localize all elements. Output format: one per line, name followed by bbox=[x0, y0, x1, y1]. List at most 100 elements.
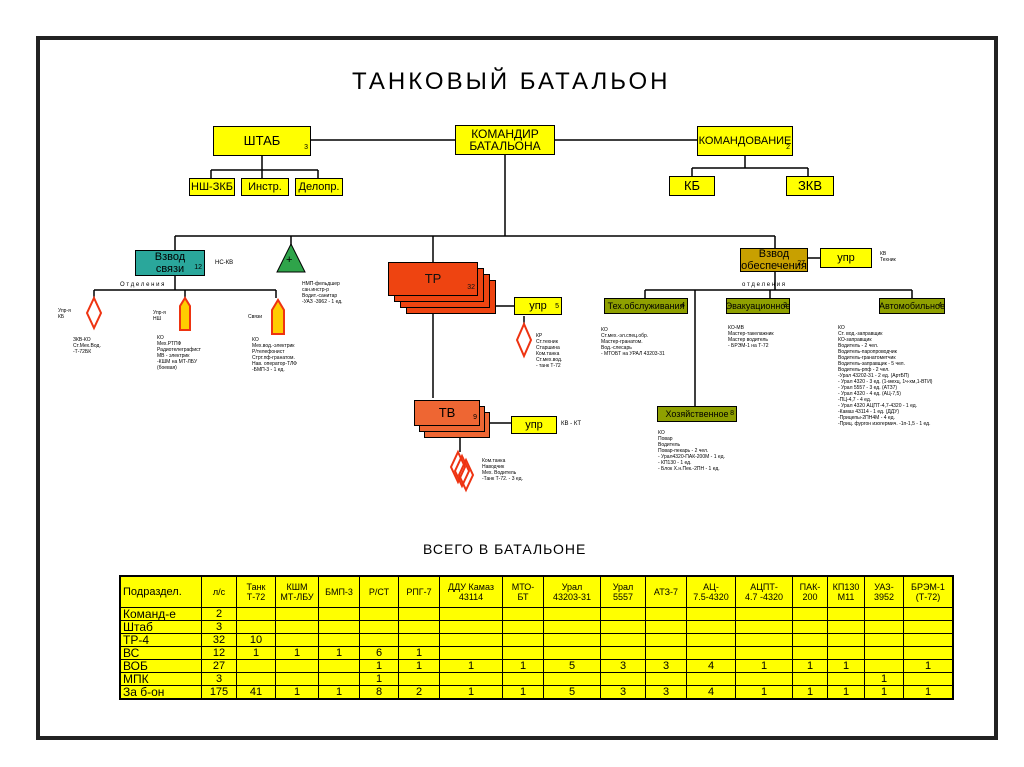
table-header-cell: АЦПТ- 4.7 -4320 bbox=[735, 575, 793, 608]
table-cell bbox=[275, 620, 319, 634]
table-cell bbox=[318, 620, 360, 634]
supply-num: 27 bbox=[797, 260, 805, 267]
table-cell bbox=[827, 620, 865, 634]
table-header-cell: Р/СТ bbox=[359, 575, 399, 608]
comms-mid-text: КО Мех.РТПФ Радиотелеграфист МВ - электр… bbox=[157, 335, 201, 371]
table-cell bbox=[236, 672, 276, 686]
table-cell bbox=[792, 620, 828, 634]
table-cell bbox=[864, 607, 904, 621]
table-header-cell: КШМ МТ-ЛБУ bbox=[275, 575, 319, 608]
table-cell bbox=[502, 633, 544, 647]
comms-side: НС-КВ bbox=[215, 260, 234, 266]
table-cell: 1 bbox=[359, 659, 399, 673]
table-cell: 1 bbox=[318, 685, 360, 700]
table-cell: 1 bbox=[864, 685, 904, 700]
table-cell bbox=[792, 672, 828, 686]
table-cell bbox=[864, 633, 904, 647]
table-cell: 1 bbox=[359, 672, 399, 686]
table-header-cell: ДДУ Камаз 43114 bbox=[439, 575, 503, 608]
house-label: Хозяйственное bbox=[665, 409, 729, 419]
table-cell bbox=[827, 633, 865, 647]
table-cell bbox=[275, 633, 319, 647]
table-cell bbox=[903, 672, 954, 686]
table-cell bbox=[236, 659, 276, 673]
staff-sub-0: НШ-ЗКБ bbox=[189, 178, 235, 196]
table-cell: Штаб bbox=[119, 620, 202, 634]
comms-platoon-box: Взвод связи 12 bbox=[135, 250, 205, 276]
table-cell bbox=[359, 620, 399, 634]
table-header-cell: Урал 43203-31 bbox=[543, 575, 601, 608]
table-cell bbox=[735, 646, 793, 660]
commander-box: КОМАНДИР БАТАЛЬОНА bbox=[455, 125, 555, 155]
table-cell: 3 bbox=[201, 672, 237, 686]
table-cell: 5 bbox=[543, 659, 601, 673]
table-cell: 12 bbox=[201, 646, 237, 660]
table-cell bbox=[236, 607, 276, 621]
tech-label: Тех.обслуживания bbox=[607, 301, 685, 311]
table-header-cell: Урал 5557 bbox=[600, 575, 646, 608]
table-header-cell: РПГ-7 bbox=[398, 575, 440, 608]
tr-upr-num: 5 bbox=[555, 303, 559, 310]
table-cell: 4 bbox=[686, 685, 736, 700]
auto-num: 4 bbox=[938, 302, 942, 309]
command-box: КОМАНДОВАНИЕ 2 bbox=[697, 126, 793, 156]
table-cell bbox=[600, 646, 646, 660]
table-cell bbox=[439, 672, 503, 686]
table-cell: 1 bbox=[735, 685, 793, 700]
table-cell bbox=[359, 633, 399, 647]
table-header-cell: Танк Т-72 bbox=[236, 575, 276, 608]
table-cell bbox=[398, 633, 440, 647]
table-header-cell: БРЭМ-1 (Т-72) bbox=[903, 575, 954, 608]
table-header-cell: АЦ- 7.5-4320 bbox=[686, 575, 736, 608]
table-cell bbox=[236, 620, 276, 634]
table-cell bbox=[439, 607, 503, 621]
table-cell: За б-он bbox=[119, 685, 202, 700]
table-cell: 1 bbox=[792, 659, 828, 673]
table-cell: 1 bbox=[502, 659, 544, 673]
table-cell bbox=[502, 672, 544, 686]
tr-num: 32 bbox=[467, 284, 475, 291]
page-title: ТАНКОВЫЙ БАТАЛЬОН bbox=[352, 68, 671, 95]
tv-label: ТВ bbox=[438, 405, 456, 420]
house-text: КО Повар Водитель Повар-пекарь - 2 чел. … bbox=[658, 430, 725, 472]
table-cell bbox=[686, 620, 736, 634]
table-cell: 10 bbox=[236, 633, 276, 647]
table-cell bbox=[398, 607, 440, 621]
total-title: ВСЕГО В БАТАЛЬОНЕ bbox=[423, 541, 587, 557]
house-box: Хозяйственное 8 bbox=[657, 406, 737, 422]
table-cell bbox=[903, 646, 954, 660]
table-cell bbox=[903, 620, 954, 634]
command-label: КОМАНДОВАНИЕ bbox=[698, 135, 792, 147]
tr-box: ТР 32 bbox=[388, 262, 478, 296]
table-cell bbox=[275, 659, 319, 673]
comms-right-label: Связи bbox=[248, 314, 263, 320]
tech-box: Тех.обслуживания 4 bbox=[604, 298, 688, 314]
table-cell: 1 bbox=[318, 646, 360, 660]
table-cell bbox=[318, 672, 360, 686]
house-num: 8 bbox=[730, 410, 734, 417]
table-cell bbox=[543, 646, 601, 660]
table-cell: 1 bbox=[735, 659, 793, 673]
comms-label: Взвод связи bbox=[154, 251, 186, 275]
table-cell bbox=[686, 607, 736, 621]
evac-text: КО-МВ Мастер-такелажник Мастер водитель … bbox=[728, 325, 774, 349]
supply-platoon-box: Взвод обеспечения 27 bbox=[740, 248, 808, 272]
tv-side: КВ - КТ bbox=[561, 421, 581, 427]
table-cell bbox=[600, 607, 646, 621]
tv-control-box: упр bbox=[511, 416, 557, 434]
evac-box: Эвакуационное 3 bbox=[726, 298, 790, 314]
table-cell: 3 bbox=[600, 659, 646, 673]
table-cell bbox=[792, 633, 828, 647]
comms-left-text: ЗКВ-КО Ст.Мех.Вод. -Т-72БК bbox=[73, 337, 101, 355]
tv-text: Ком.танка Наводчик Мех. Водитель -Танк Т… bbox=[482, 458, 523, 482]
table-cell bbox=[543, 607, 601, 621]
table-cell bbox=[439, 620, 503, 634]
evac-label: Эвакуационное bbox=[725, 301, 791, 311]
table-cell: 1 bbox=[502, 685, 544, 700]
table-cell bbox=[439, 646, 503, 660]
table-cell bbox=[502, 620, 544, 634]
table-cell: 2 bbox=[201, 607, 237, 621]
